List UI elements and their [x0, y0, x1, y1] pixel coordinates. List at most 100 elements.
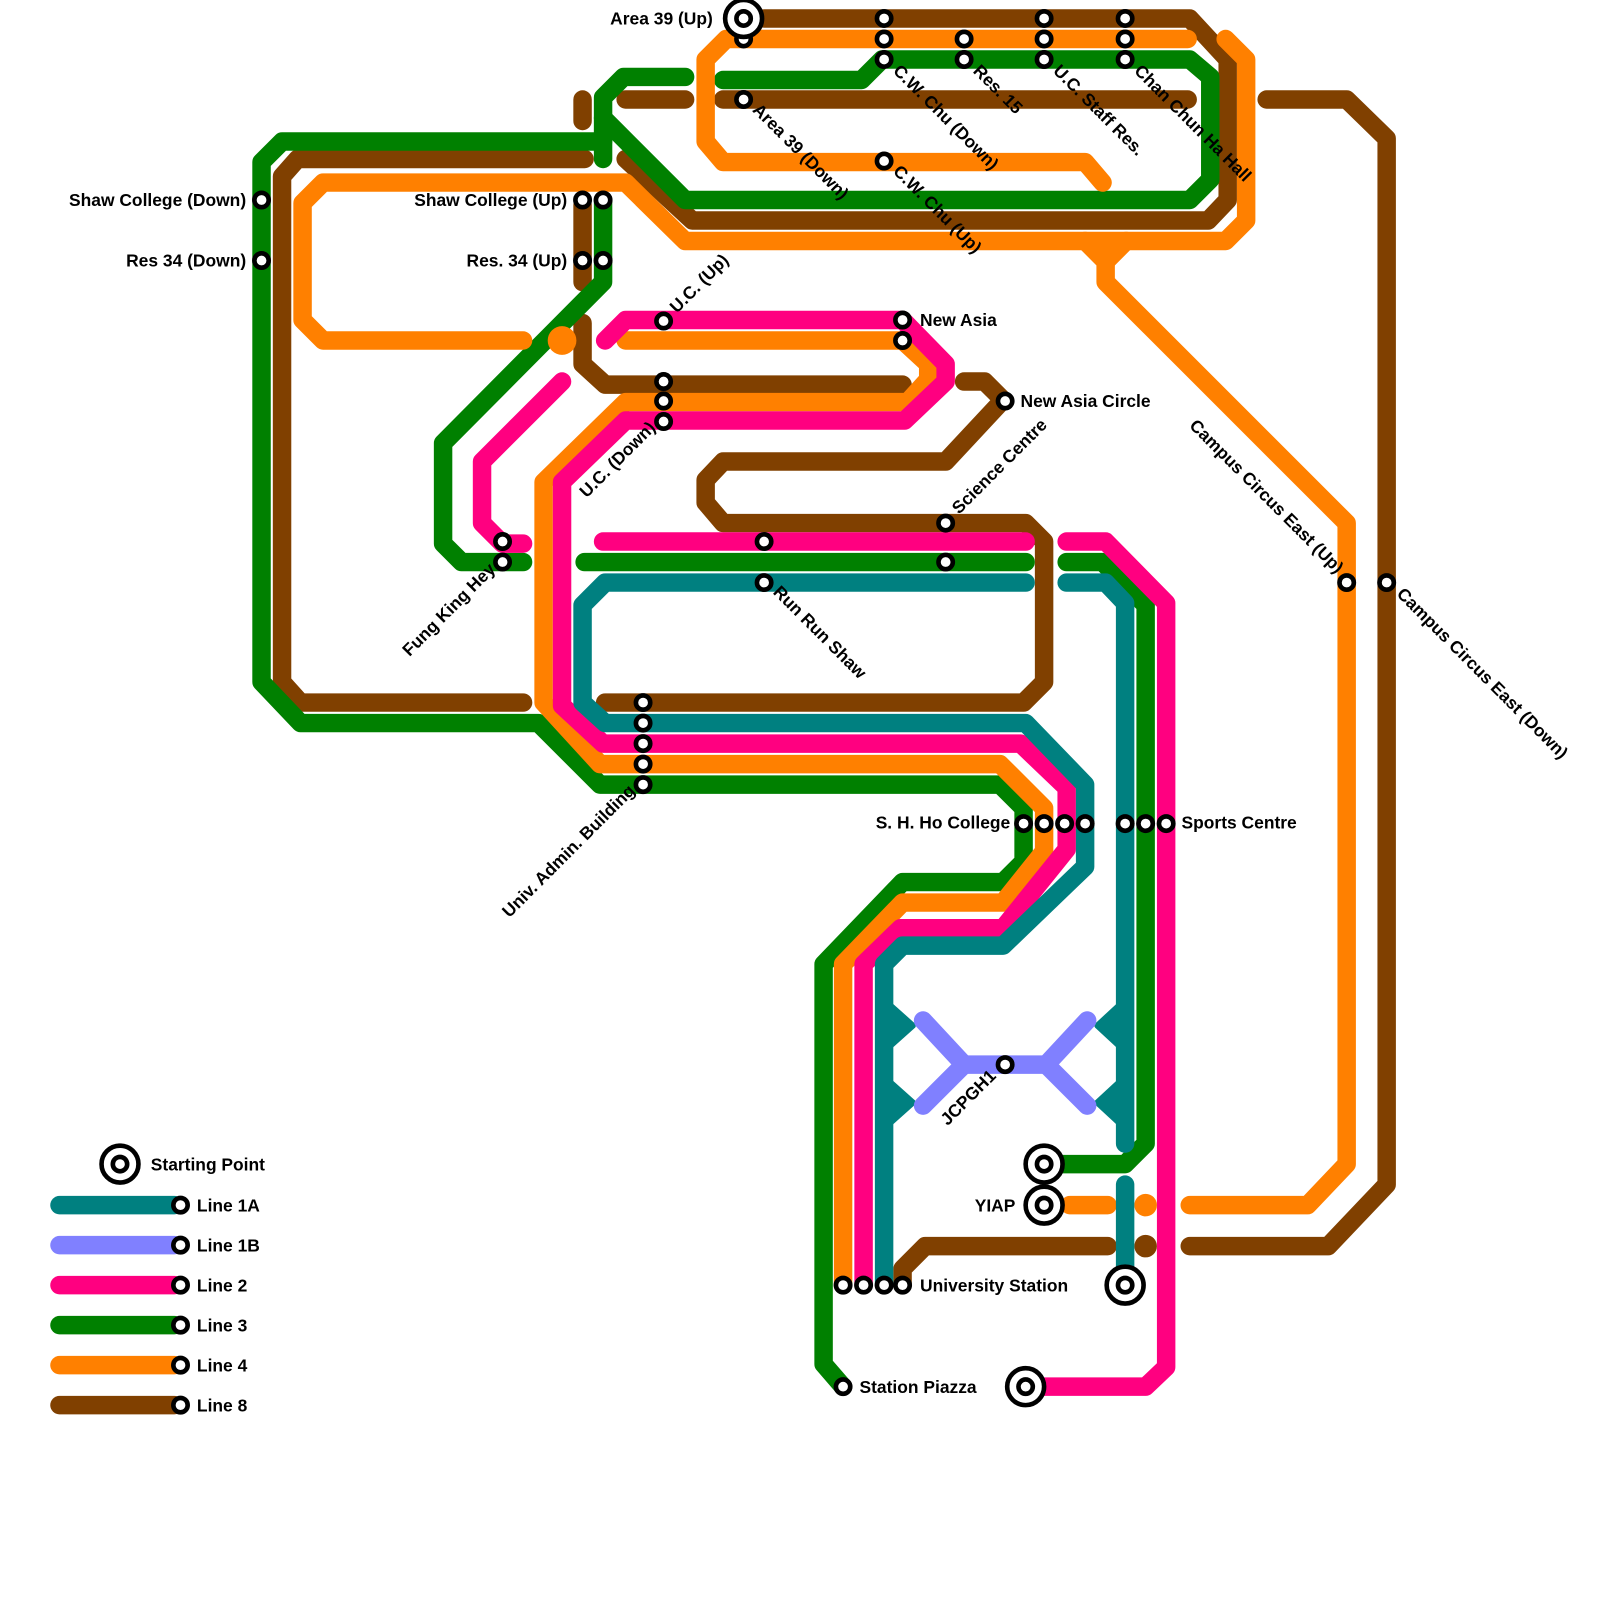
station-marker[interactable]	[874, 151, 894, 171]
terminal-station-inner	[734, 8, 754, 28]
label-univ-admin: Univ. Admin. Building	[498, 780, 639, 921]
station-marker[interactable]	[754, 573, 774, 593]
label-area39-down: Area 39 (Down)	[749, 99, 853, 203]
legend-station-icon	[171, 1195, 190, 1215]
station-marker[interactable]	[1115, 50, 1135, 69]
station-marker[interactable]	[593, 251, 613, 270]
line-4-segment	[534, 331, 1054, 1295]
line-8-segment	[616, 9, 1237, 230]
station-marker[interactable]	[493, 552, 513, 572]
station-marker[interactable]	[874, 1275, 894, 1295]
station-marker[interactable]	[654, 372, 674, 392]
station-marker[interactable]	[754, 532, 774, 552]
line-1a-segment	[1057, 573, 1135, 1153]
line-4-segment	[696, 29, 1197, 192]
station-marker[interactable]	[633, 775, 653, 795]
station-marker[interactable]	[1115, 29, 1135, 49]
station-marker[interactable]	[1075, 814, 1095, 834]
line-8-segment	[272, 149, 594, 712]
station-marker[interactable]	[633, 713, 653, 733]
station-marker[interactable]	[1034, 29, 1054, 49]
station-marker[interactable]	[954, 50, 974, 69]
line-4-segment	[1096, 231, 1136, 271]
line-8-segment	[573, 313, 912, 394]
station-marker[interactable]	[633, 734, 653, 754]
legend-label: Line 8	[197, 1395, 248, 1415]
station-marker[interactable]	[1156, 814, 1176, 834]
station-marker[interactable]	[654, 391, 674, 411]
label-uc-up: U.C. (Up)	[666, 250, 733, 317]
line-3-segment	[252, 132, 1033, 1396]
station-marker[interactable]	[1337, 573, 1357, 593]
station-marker[interactable]	[833, 1377, 853, 1397]
legend-station-icon	[171, 1275, 190, 1295]
label-university-station: University Station	[920, 1275, 1068, 1295]
station-marker[interactable]	[633, 693, 653, 713]
line-2-segment	[1016, 532, 1176, 1396]
label-area39-up: Area 39 (Up)	[610, 9, 713, 29]
station-marker[interactable]	[893, 331, 913, 350]
line-1b-segment	[1036, 1011, 1097, 1115]
station-marker[interactable]	[654, 311, 674, 331]
label-sports-centre: Sports Centre	[1182, 813, 1298, 833]
line-1a-arrow	[1094, 1073, 1129, 1132]
line-3-segment	[593, 50, 1220, 210]
station-marker[interactable]	[1136, 814, 1156, 834]
station-marker[interactable]	[1377, 573, 1397, 593]
label-fung-king-hey: Fung King Hey	[398, 559, 499, 660]
station-marker[interactable]	[654, 412, 674, 432]
line-4	[293, 29, 1356, 1295]
station-marker[interactable]	[936, 513, 956, 533]
line-1a-arrow	[1094, 996, 1129, 1055]
line-8-segment	[1180, 90, 1396, 1256]
line-1a-segment	[573, 573, 1095, 1295]
station-marker[interactable]	[954, 29, 974, 49]
station-marker[interactable]	[1055, 814, 1075, 834]
station-marker[interactable]	[633, 754, 653, 774]
station-marker[interactable]	[1115, 814, 1135, 834]
label-res34-down: Res 34 (Down)	[126, 251, 246, 271]
station-marker[interactable]	[1034, 814, 1054, 834]
line-8-junction	[1134, 1234, 1157, 1258]
station-marker[interactable]	[493, 532, 513, 552]
legend-station-icon	[171, 1395, 190, 1415]
line-4-junction	[1134, 1193, 1157, 1217]
station-marker[interactable]	[1014, 814, 1034, 834]
label-new-asia-circle: New Asia Circle	[1021, 391, 1151, 411]
station-marker[interactable]	[573, 190, 593, 210]
station-marker[interactable]	[995, 391, 1015, 411]
terminal-station-inner	[1034, 1195, 1054, 1215]
station-marker[interactable]	[893, 310, 913, 330]
station-marker[interactable]	[1034, 50, 1054, 69]
station-marker[interactable]	[252, 251, 272, 270]
station-marker[interactable]	[1034, 8, 1054, 28]
terminal-station-inner	[1016, 1377, 1036, 1397]
station-marker[interactable]	[252, 190, 272, 210]
legend-station-icon	[171, 1315, 190, 1335]
station-marker[interactable]	[573, 251, 593, 270]
label-res34-up: Res. 34 (Up)	[466, 251, 567, 271]
station-marker[interactable]	[593, 190, 613, 210]
stations	[252, 0, 1397, 1408]
line-1a	[573, 573, 1135, 1295]
starting-point-icon-inner	[110, 1154, 130, 1174]
station-marker[interactable]	[833, 1275, 853, 1295]
station-marker[interactable]	[874, 8, 894, 28]
station-marker[interactable]	[854, 1275, 874, 1295]
label-campus-circus-east-down: Campus Circus East (Down)	[1393, 584, 1572, 763]
station-marker[interactable]	[1115, 8, 1135, 28]
line-1a-arrow	[881, 1073, 916, 1132]
legend-starting-point: Starting Point	[151, 1154, 265, 1174]
line-1a-arrow	[881, 996, 916, 1055]
station-marker[interactable]	[874, 29, 894, 49]
station-marker[interactable]	[893, 1275, 913, 1295]
station-marker[interactable]	[734, 89, 754, 109]
station-marker[interactable]	[936, 552, 956, 572]
label-sh-ho: S. H. Ho College	[876, 813, 1011, 833]
station-marker[interactable]	[874, 50, 894, 69]
legend-label: Line 2	[197, 1275, 247, 1295]
label-shaw-down: Shaw College (Down)	[69, 190, 246, 210]
station-marker[interactable]	[995, 1055, 1015, 1075]
